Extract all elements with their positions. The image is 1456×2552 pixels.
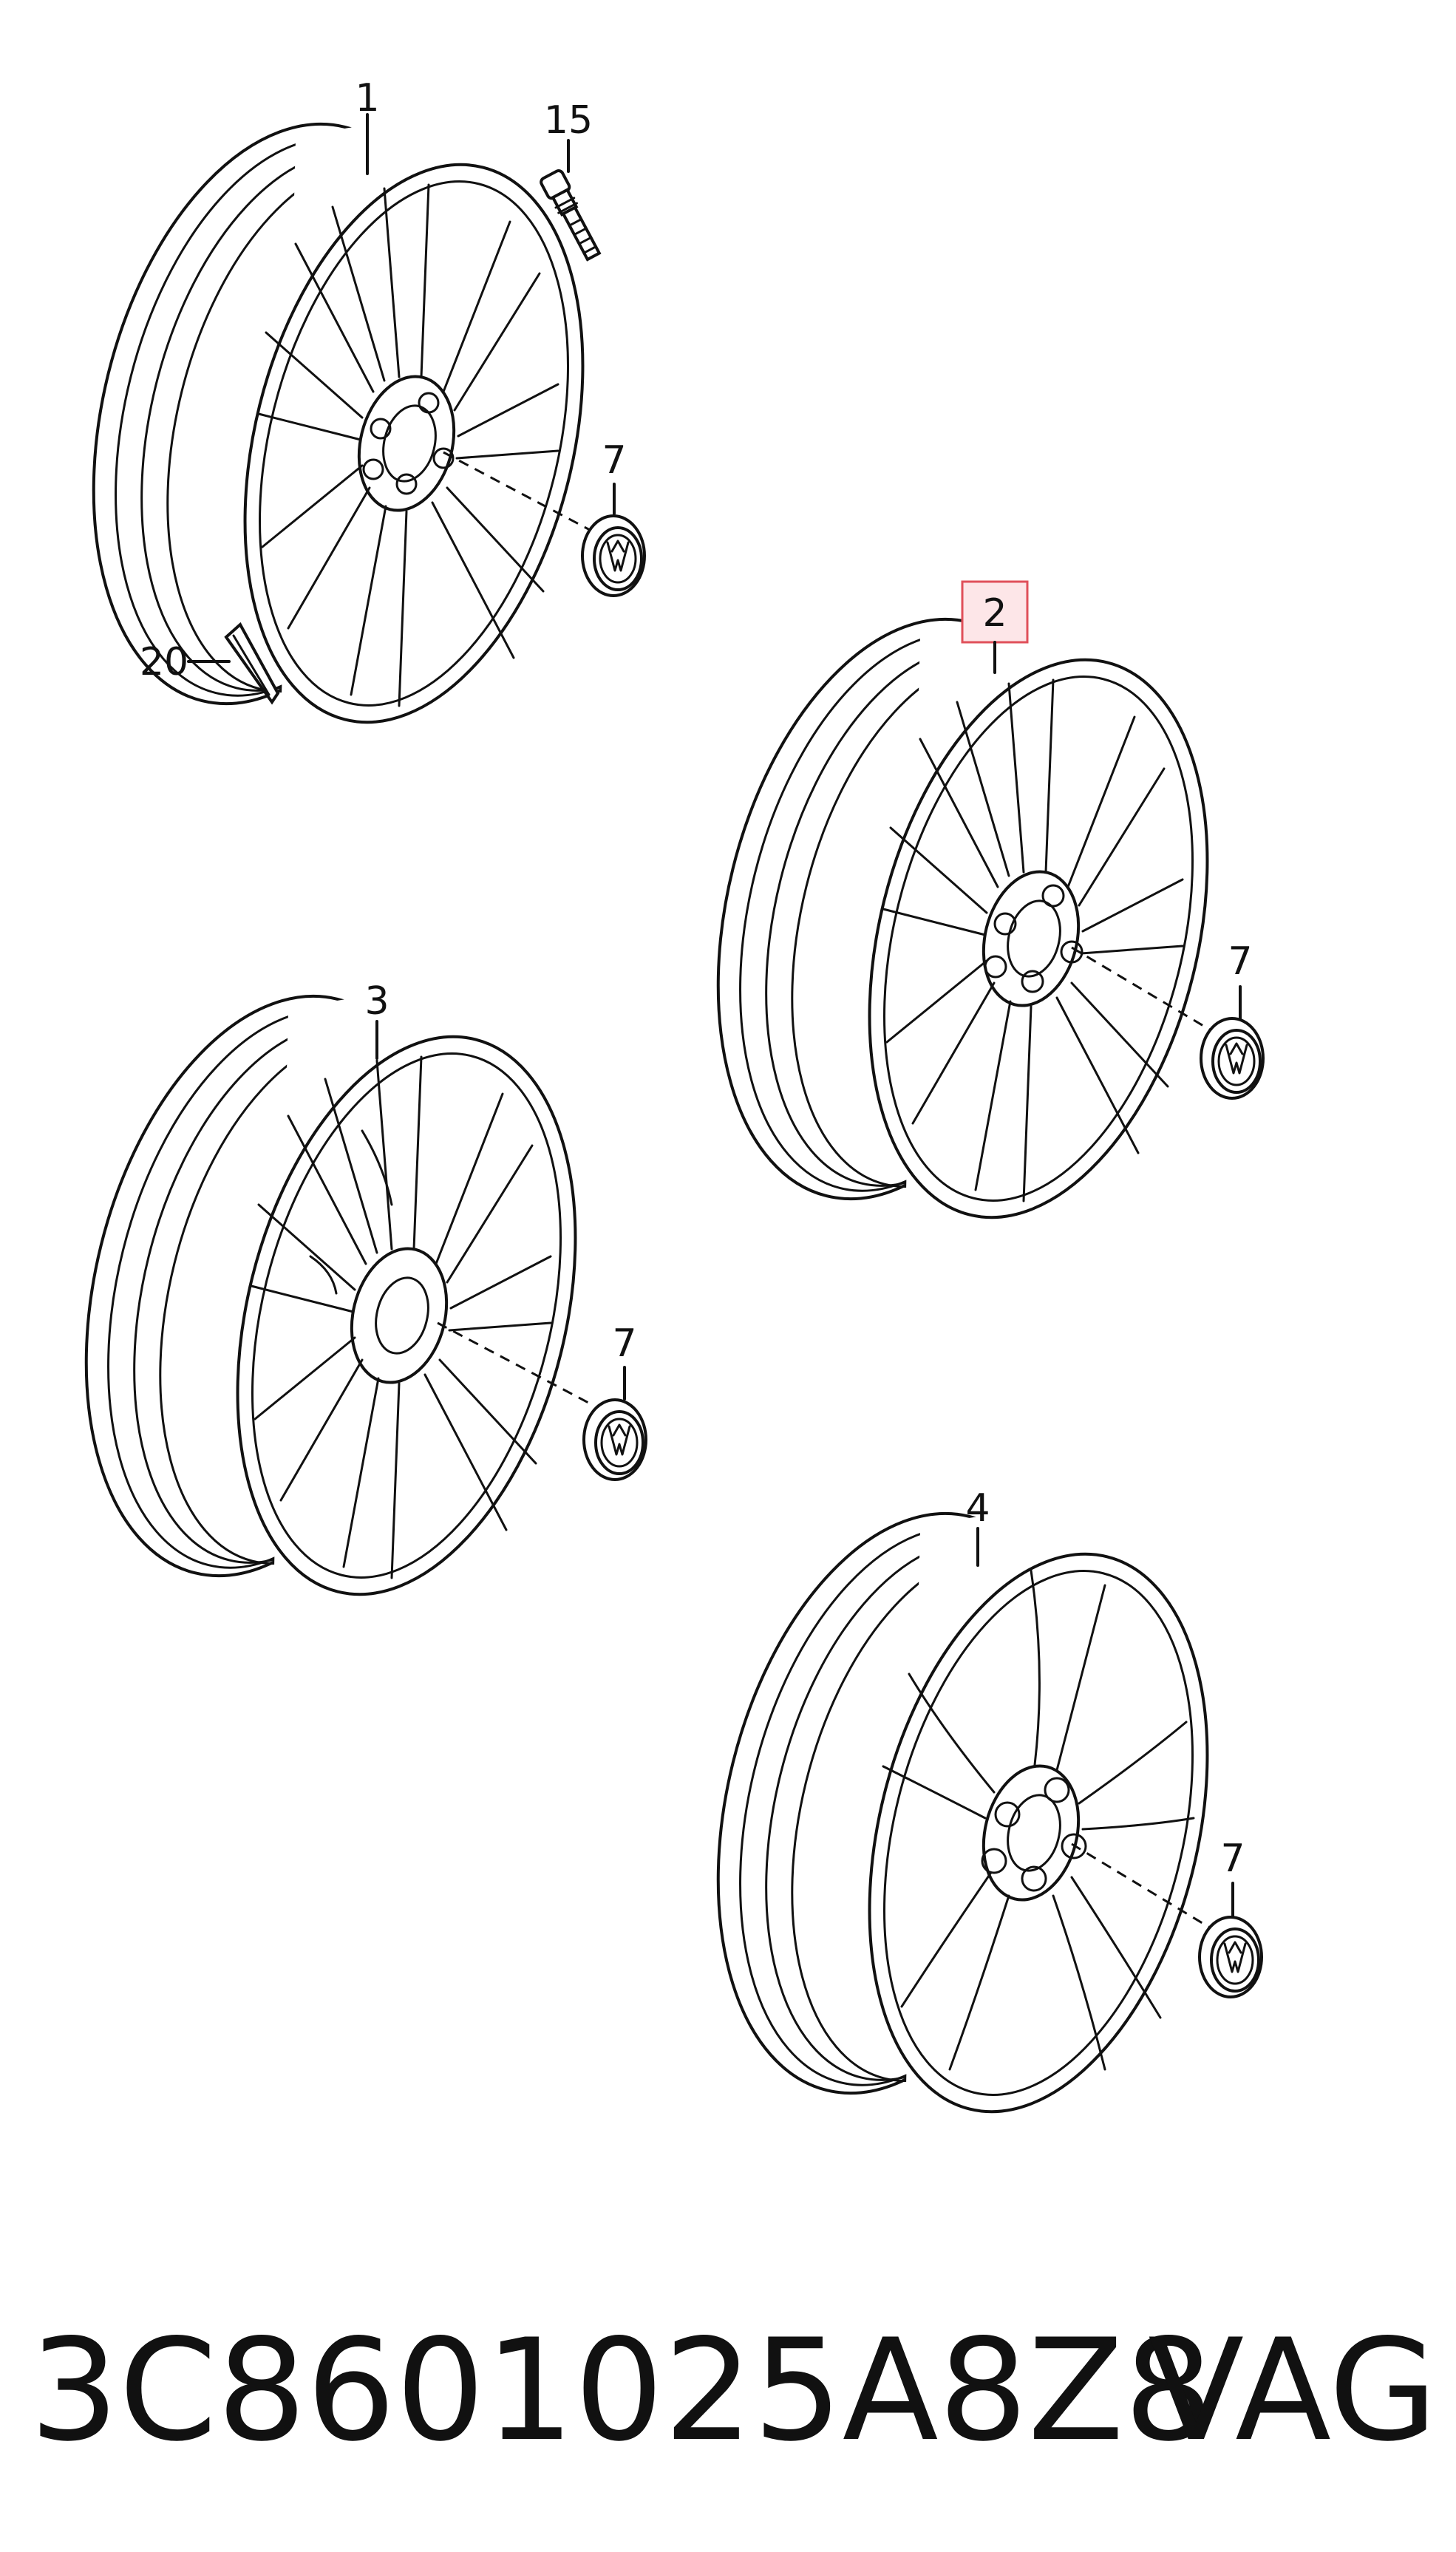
tire-valve-icon bbox=[540, 169, 602, 262]
callout-part-7-d: 7 bbox=[1220, 1837, 1245, 1881]
callout-part-7-a: 7 bbox=[602, 438, 626, 483]
part-number: 3C8601025A8Z8 bbox=[30, 2309, 1214, 2472]
alloy-wheel-1-icon bbox=[35, 84, 639, 760]
callout-part-7-b: 7 bbox=[1228, 939, 1252, 984]
vw-hub-cap-icon bbox=[1198, 1916, 1263, 1998]
brand-name: VAG bbox=[1148, 2309, 1438, 2472]
highlight-box-part-2 bbox=[961, 580, 1029, 644]
callout-part-4: 4 bbox=[965, 1486, 990, 1531]
alloy-wheel-3-icon bbox=[28, 956, 631, 1632]
alloy-wheel-4-icon bbox=[660, 1474, 1263, 2149]
callout-part-2: 2 bbox=[982, 591, 1007, 636]
callout-part-3: 3 bbox=[364, 979, 389, 1024]
vw-hub-cap-icon bbox=[581, 514, 646, 597]
callout-part-1: 1 bbox=[355, 76, 379, 120]
callout-part-20: 20 bbox=[140, 640, 188, 684]
callout-part-15: 15 bbox=[544, 98, 593, 143]
alloy-wheel-2-icon bbox=[660, 579, 1263, 1255]
vw-hub-cap-icon bbox=[1200, 1017, 1265, 1100]
balance-weight-clip-icon bbox=[224, 622, 280, 705]
callout-part-7-c: 7 bbox=[612, 1321, 636, 1366]
vw-hub-cap-icon bbox=[582, 1398, 647, 1481]
